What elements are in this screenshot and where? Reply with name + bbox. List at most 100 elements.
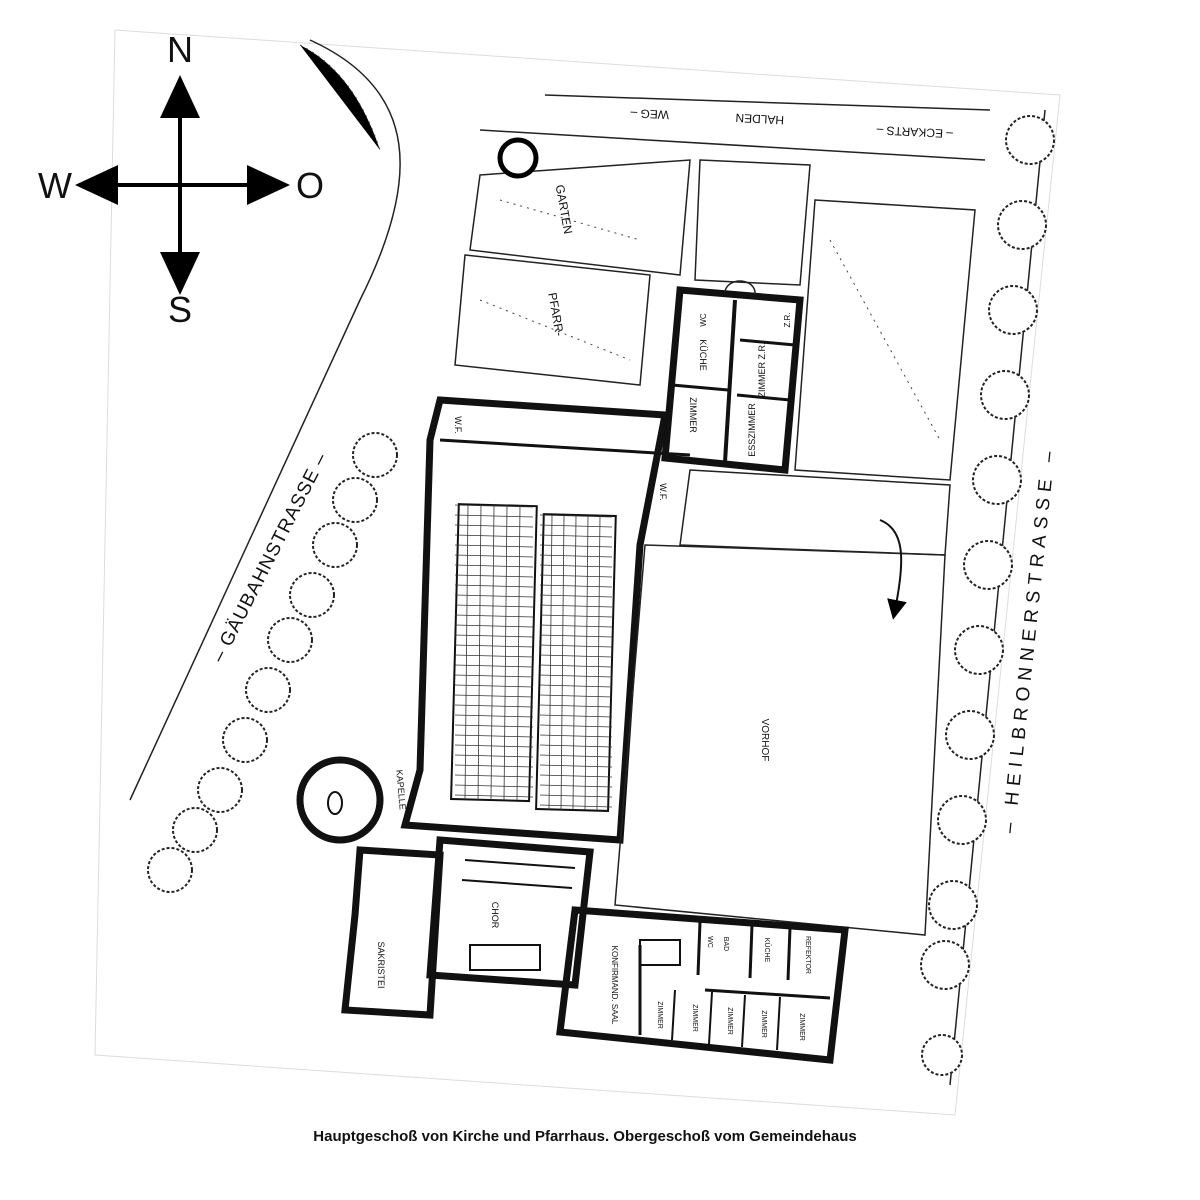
pew-row-line <box>454 624 534 628</box>
label-refektor: REFEKTOR <box>804 936 811 974</box>
label-vorhof: VORHOF <box>759 719 770 762</box>
pew-row-line <box>454 694 534 698</box>
pfarrhaus-kueche: KÜCHE <box>698 339 708 371</box>
pew-row-line <box>454 614 534 618</box>
label-zimmer-4: ZIMMER <box>760 1010 767 1038</box>
pew-column-line <box>584 514 589 811</box>
label-wc: WC <box>706 936 713 948</box>
terrace <box>679 469 951 556</box>
compass-south: S <box>168 289 192 330</box>
pew-row-line <box>539 754 613 758</box>
pew-row-line <box>454 584 534 588</box>
pew-row-line <box>454 754 534 758</box>
pew-column-line <box>516 504 521 801</box>
pew-row-line <box>539 624 613 628</box>
pew-row-line <box>454 734 534 738</box>
pew-row-line <box>539 734 613 738</box>
entrance-arrow-icon <box>879 519 907 620</box>
label-konfirmand-saal: KONFIRMAND. SAAL <box>610 946 619 1025</box>
pew-row-line <box>454 664 534 668</box>
compass-rose: N W O S <box>38 29 324 330</box>
pew-row-line <box>454 784 534 788</box>
pew-row-line <box>539 564 613 568</box>
pew-row-line <box>539 804 613 808</box>
compass-north: N <box>167 29 193 70</box>
street-edge-left <box>129 39 401 801</box>
pew-row-line <box>454 644 534 648</box>
pew-row-line <box>454 714 534 718</box>
pfarrhaus-zimmer-zr: ZIMMER Z.R. <box>757 343 767 398</box>
pew-column-line <box>477 504 482 801</box>
tree-row-right <box>920 115 1055 1076</box>
label-wf-2: W.F. <box>658 483 668 501</box>
pew-row-line <box>454 674 534 678</box>
pew-row-line <box>454 634 534 638</box>
pew-row-line <box>539 684 613 688</box>
label-chor: CHOR <box>490 902 500 929</box>
pew-row-line <box>539 654 613 658</box>
caption: Hauptgeschoß von Kirche und Pfarrhaus. O… <box>313 1128 856 1145</box>
pew-row-line <box>539 554 613 558</box>
pew-row-line <box>454 564 534 568</box>
pew-row-line <box>539 644 613 648</box>
well-icon <box>497 137 539 179</box>
pew-column-line <box>548 514 553 811</box>
kapelle-apse <box>296 756 384 844</box>
pew-row-line <box>454 724 534 728</box>
south-arrow-icon <box>160 252 200 295</box>
garden-area <box>454 137 976 481</box>
street-top-eckarts: – ECKARTS – <box>876 123 953 141</box>
pew-row-line <box>454 774 534 778</box>
pfarrhaus-esszimmer: ESSZIMMER <box>747 403 757 457</box>
label-zimmer-1: ZIMMER <box>656 1001 663 1029</box>
pew-row-line <box>539 694 613 698</box>
pfarrhaus <box>661 280 804 474</box>
pew-row-line <box>454 684 534 688</box>
pew-row-line <box>454 704 534 708</box>
east-arrow-icon <box>247 165 290 205</box>
street-top-halden: HALDEN <box>735 111 784 128</box>
pew-row-line <box>539 574 613 578</box>
pew-row-line <box>539 724 613 728</box>
pew-column-line <box>464 504 469 801</box>
pew-column-line <box>560 514 565 811</box>
label-kueche: KÜCHE <box>763 938 771 963</box>
tree-row-left <box>147 432 398 893</box>
pew-row-line <box>539 704 613 708</box>
pew-row-line <box>454 544 534 548</box>
label-zimmer-2: ZIMMER <box>691 1004 698 1032</box>
church <box>296 396 691 844</box>
label-sakristei: SAKRISTEI <box>376 941 386 988</box>
pew-row-line <box>539 794 613 798</box>
pew-row-line <box>539 674 613 678</box>
compass-west: W <box>38 165 72 206</box>
compass-east: O <box>296 165 324 206</box>
label-zimmer-5: ZIMMER <box>798 1013 805 1041</box>
pew-row-line <box>539 774 613 778</box>
pew-row-line <box>539 594 613 598</box>
pew-row-line <box>454 764 534 768</box>
pew-row-line <box>454 554 534 558</box>
street-edge-top-1 <box>544 94 991 111</box>
pew-column-line <box>490 504 495 801</box>
pew-row-line <box>454 574 534 578</box>
pew-row-line <box>539 744 613 748</box>
pew-row-line <box>539 714 613 718</box>
pew-row-line <box>539 664 613 668</box>
pew-column-line <box>596 514 601 811</box>
pfarrhaus-wc: WC <box>699 313 708 327</box>
pew-row-line <box>539 584 613 588</box>
pew-row-line <box>539 764 613 768</box>
pew-row-line <box>454 594 534 598</box>
pew-row-line <box>539 634 613 638</box>
pew-row-line <box>539 784 613 788</box>
pew-row-line <box>454 794 534 798</box>
street-edge-top-2 <box>479 129 986 161</box>
pew-column-line <box>503 504 508 801</box>
west-arrow-icon <box>75 165 118 205</box>
vegetation-left <box>299 44 381 151</box>
pew-row-line <box>454 654 534 658</box>
label-kapelle: KAPELLE <box>394 769 407 810</box>
pfarrhaus-zimmer: ZIMMER <box>688 397 698 433</box>
